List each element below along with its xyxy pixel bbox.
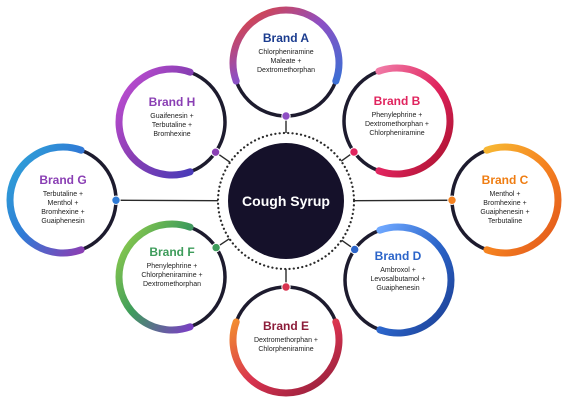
brand-f-ingredient: Phenylephrine +	[147, 263, 198, 270]
brand-e-node: Brand E Dextromethorphan + Chlorpheniramin…	[229, 282, 343, 397]
brand-e-circle-fill	[232, 286, 340, 394]
brand-a-ingredient: Maleate +	[271, 58, 302, 65]
brand-g-node: Brand G Terbutaline + Menthol + Bromhexine …	[6, 143, 121, 257]
brand-e-title: Brand E	[263, 319, 309, 333]
center-title: Cough Syrup	[242, 193, 330, 209]
brand-g-ingredient: Terbutaline +	[43, 191, 83, 198]
brand-e-ingredient: Chlorpheniramine	[258, 346, 313, 353]
brand-c-ingredient: Terbutaline	[488, 218, 522, 225]
brand-d-ingredient: Levosalbutamol +	[370, 276, 425, 283]
brand-b-ingredient: Phenylephrine +	[372, 112, 423, 119]
brand-h-circle-fill	[118, 68, 226, 176]
brand-f-node: Brand F Phenylephrine + Chlorpheniramine +…	[115, 220, 227, 334]
brand-c-title: Brand C	[482, 173, 529, 187]
brand-h-ingredient: Bromhexine	[153, 131, 190, 138]
brand-d-gradient-arc	[376, 223, 455, 337]
brand-h-gradient-arc	[115, 65, 194, 179]
brand-a-gradient-arc	[229, 6, 343, 85]
brand-d-ingredient: Ambroxol +	[380, 267, 416, 274]
brand-a-ingredient: Dextromethorphan	[257, 67, 315, 74]
brand-g-ingredient: Bromhexine +	[41, 209, 84, 216]
brand-h-title: Brand H	[149, 95, 196, 109]
center-disc	[228, 143, 344, 259]
brand-d-title: Brand D	[375, 249, 422, 263]
brand-b-connector-dot	[349, 147, 359, 157]
center-hub: Cough Syrup	[216, 131, 356, 271]
brand-d-node: Brand D Ambroxol + Levosalbutamol + Guaiphe…	[343, 223, 455, 337]
brand-b-ingredient: Chlorpheniramine	[369, 130, 424, 137]
brand-b-gradient-arc	[375, 64, 454, 178]
brand-a-circle-fill	[232, 9, 340, 117]
brand-e-connector-dot	[281, 282, 291, 292]
brand-g-title: Brand G	[39, 173, 86, 187]
brand-g-ingredient: Menthol +	[48, 200, 79, 207]
brand-h-ingredient: Guaifenesin +	[150, 113, 193, 120]
brand-h-node: Brand H Guaifenesin + Terbutaline + Bromhex…	[115, 65, 227, 179]
brand-g-connector-dot	[111, 195, 121, 205]
brand-f-ingredient: Chlorpheniramine +	[141, 272, 202, 279]
brand-g-circle-fill	[9, 146, 117, 254]
brand-c-ingredient: Guaiphenesin +	[480, 209, 529, 216]
brand-b-title: Brand B	[374, 94, 421, 108]
brand-e-gradient-arc	[229, 318, 343, 397]
brand-c-ingredient: Bromhexine +	[483, 200, 526, 207]
brand-g-gradient-arc	[6, 143, 85, 257]
brand-f-circle-fill	[118, 223, 226, 331]
brand-b-node: Brand B Phenylephrine + Dextromethorphan +…	[342, 64, 454, 178]
brand-c-connector-dot	[447, 195, 457, 205]
brand-a-ingredient: Chlorpheniramine	[258, 49, 313, 56]
brand-d-circle-fill	[344, 226, 452, 334]
brand-g-ingredient: Guaiphenesin	[41, 218, 84, 225]
brand-h-ingredient: Terbutaline +	[152, 122, 192, 129]
brand-e-ingredient: Dextromethorphan +	[254, 337, 318, 344]
brand-f-title: Brand F	[149, 245, 194, 259]
brand-f-connector-dot	[211, 242, 221, 253]
brand-d-connector-dot	[349, 244, 360, 255]
brand-h-connector-dot	[210, 147, 221, 157]
connector-lines	[115, 116, 453, 287]
brand-f-ingredient: Dextromethorphan	[143, 281, 201, 288]
brand-b-ingredient: Dextromethorphan +	[365, 121, 429, 128]
brand-f-gradient-arc	[115, 220, 194, 334]
brand-a-connector-dot	[281, 111, 291, 121]
brand-a-title: Brand A	[263, 31, 310, 45]
brand-d-ingredient: Guaiphenesin	[376, 285, 419, 292]
brand-c-gradient-arc	[483, 143, 562, 257]
brand-c-ingredient: Menthol +	[490, 191, 521, 198]
brand-c-circle-fill	[451, 146, 559, 254]
brand-b-circle-fill	[343, 67, 451, 175]
brand-c-node: Brand C Menthol + Bromhexine + Guaiphenesin…	[447, 143, 562, 257]
